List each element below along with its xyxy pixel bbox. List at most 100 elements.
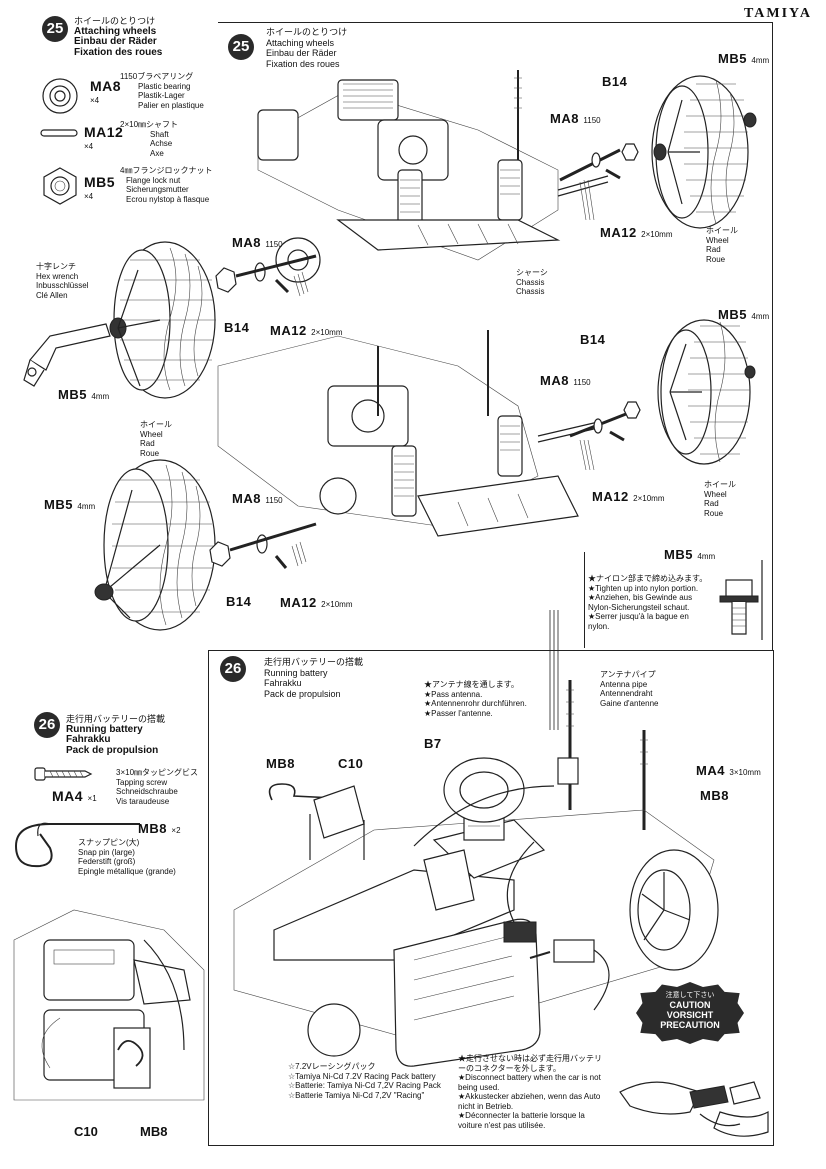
desc-de: Achse bbox=[150, 139, 173, 148]
wheel-fr: Roue bbox=[704, 508, 724, 518]
desc-de: Schneidschraube bbox=[116, 787, 178, 796]
c10-callout-inset: C10 bbox=[74, 1124, 98, 1139]
step-26-badge-left: 26 bbox=[34, 712, 60, 738]
step-26-frame bbox=[208, 650, 774, 1146]
callout-dim: 4mm bbox=[91, 392, 110, 401]
tool-jp: 十字レンチ bbox=[36, 262, 76, 271]
desc-fr: Ecrou nylstop à flasque bbox=[126, 194, 210, 204]
pipe-jp: アンテナパイプ bbox=[600, 670, 656, 679]
caution-badge: 注意して下さい CAUTION VORSICHT PRECAUTION bbox=[636, 982, 744, 1044]
part-qty: ×4 bbox=[90, 96, 100, 105]
callout-dim: 4mm bbox=[77, 502, 96, 511]
mb5-callout-left-upper: MB5 4mm bbox=[58, 386, 109, 404]
part-code: MA12 bbox=[84, 124, 124, 140]
note-en: ★Pass antenna. bbox=[424, 689, 483, 699]
title-de: Fahrakku bbox=[66, 734, 111, 745]
callout-dim: 4mm bbox=[751, 56, 770, 65]
desc-jp: 3×10㎜タッピングビス bbox=[116, 768, 199, 777]
note-jp: ★アンテナ線を通します。 bbox=[424, 680, 519, 689]
callout-code: MB5 bbox=[58, 387, 87, 402]
caution-de: VORSICHT bbox=[666, 1010, 714, 1020]
flange-nut-icon bbox=[43, 167, 77, 205]
title-fr: Fixation des roues bbox=[266, 58, 340, 69]
wheel-en: Wheel bbox=[704, 489, 727, 499]
callout-dim: 2×10mm bbox=[321, 600, 353, 609]
mb5-callout-left-lower: MB5 4mm bbox=[44, 496, 95, 514]
bearing-axle-mid-left-illustration bbox=[215, 254, 317, 297]
chassis-label: シャーシ Chassis Chassis bbox=[516, 268, 548, 297]
snap-pin-icon bbox=[14, 822, 140, 868]
mb8-callout-right: MB8 bbox=[700, 788, 729, 803]
part-ma4-desc: 3×10㎜タッピングビス Tapping screw Schneidschrau… bbox=[116, 768, 198, 806]
bearing-axle-lower-right-illustration bbox=[569, 401, 641, 471]
title-jp: 走行用バッテリーの搭載 bbox=[66, 714, 166, 724]
desc-en: Tapping screw bbox=[116, 777, 168, 787]
tool-en: Hex wrench bbox=[36, 271, 79, 281]
callout-code: MA4 bbox=[696, 763, 725, 778]
note-de: ★Antennenrohr durchführen. bbox=[424, 699, 527, 708]
tool-fr: Clé Allen bbox=[36, 290, 68, 300]
disconnect-note: ★走行させない時は必ず走行用バッテリーのコネクターを外します。 ★Disconn… bbox=[458, 1054, 608, 1130]
c10-callout-step26: C10 bbox=[338, 756, 364, 771]
callout-code: MA12 bbox=[270, 323, 307, 338]
wheel-label-left: ホイール Wheel Rad Roue bbox=[140, 420, 172, 458]
callout-dim: 1150 bbox=[573, 378, 591, 387]
title-de: Einbau der Räder bbox=[74, 36, 157, 47]
callout-code: MA8 bbox=[232, 491, 261, 506]
hands-disconnecting-illustration bbox=[619, 1081, 769, 1137]
nylon-note: ★ナイロン部まで締め込みます。 ★Tighten up into nylon p… bbox=[588, 574, 708, 631]
wheel-upper-right-illustration bbox=[651, 75, 757, 229]
desc-en: Shaft bbox=[150, 129, 169, 139]
step-25-frame bbox=[218, 22, 773, 651]
title-en: Running battery bbox=[66, 723, 143, 735]
callout-code: MA12 bbox=[592, 489, 629, 504]
caution-en: CAUTION bbox=[669, 1000, 711, 1010]
note-en: ★Tighten up into nylon portion. bbox=[588, 583, 699, 593]
b14-callout-top: B14 bbox=[602, 74, 628, 89]
wheel-lower-right-illustration bbox=[657, 319, 756, 465]
title-fr: Pack de propulsion bbox=[264, 688, 341, 699]
left-wheels-illustration bbox=[23, 241, 216, 631]
b7-callout: B7 bbox=[424, 736, 442, 751]
chassis-upper-illustration bbox=[257, 70, 609, 283]
pipe-en: Antenna pipe bbox=[600, 679, 648, 689]
caution-fr: PRECAUTION bbox=[660, 1020, 720, 1030]
callout-dim: 4mm bbox=[751, 312, 770, 321]
part-mb8-left: MB8 ×2 bbox=[138, 820, 181, 838]
title-en: Attaching wheels bbox=[74, 25, 157, 37]
antenna-note: ★アンテナ線を通します。 ★Pass antenna. ★Antennenroh… bbox=[424, 680, 527, 718]
note-fr: ★Déconnecter la batterie lorsque la voit… bbox=[458, 1111, 585, 1130]
callout-dim: 2×10mm bbox=[633, 494, 665, 503]
part-ma12-left: MA12 ×4 bbox=[84, 124, 123, 151]
title-en: Attaching wheels bbox=[266, 37, 335, 48]
part-code: MA4 bbox=[52, 788, 84, 804]
wheel-en: Wheel bbox=[706, 235, 729, 245]
title-fr: Pack de propulsion bbox=[66, 744, 159, 756]
part-code: MA8 bbox=[90, 78, 122, 94]
tapping-screw-icon bbox=[34, 767, 93, 781]
chassis-en: Chassis bbox=[516, 277, 545, 287]
callout-dim: 2×10mm bbox=[641, 230, 673, 239]
wheel-de: Rad bbox=[706, 245, 721, 254]
ma4-callout: MA4 3×10mm bbox=[696, 762, 761, 780]
callout-dim: 1150 bbox=[583, 116, 601, 125]
ma8-callout-top: MA8 1150 bbox=[550, 110, 601, 128]
desc-en: Flange lock nut bbox=[126, 175, 181, 185]
callout-code: MB5 bbox=[718, 307, 747, 322]
callout-code: MA8 bbox=[232, 235, 261, 250]
step-26-title-main: 走行用バッテリーの搭載 Running battery Fahrakku Pac… bbox=[264, 657, 363, 699]
callout-dim: 3×10mm bbox=[729, 768, 761, 777]
callout-dim: 1150 bbox=[265, 240, 283, 249]
mb5-callout-mid-right: MB5 4mm bbox=[718, 306, 769, 324]
ma8-callout-lower-left: MA8 1150 bbox=[232, 490, 283, 508]
desc-en: Snap pin (large) bbox=[78, 847, 135, 857]
pipe-fr: Gaine d'antenne bbox=[600, 698, 659, 708]
wheel-de: Rad bbox=[704, 499, 719, 508]
shaft-icon bbox=[40, 129, 78, 137]
title-jp: 走行用バッテリーの搭載 bbox=[264, 657, 364, 667]
desc-jp: 4㎜フランジロックナット bbox=[120, 166, 213, 175]
lock-nut-detail-illustration bbox=[719, 560, 763, 640]
part-qty: ×1 bbox=[87, 794, 97, 803]
desc-jp: スナップピン(大) bbox=[78, 838, 140, 847]
part-qty: ×2 bbox=[171, 826, 181, 835]
